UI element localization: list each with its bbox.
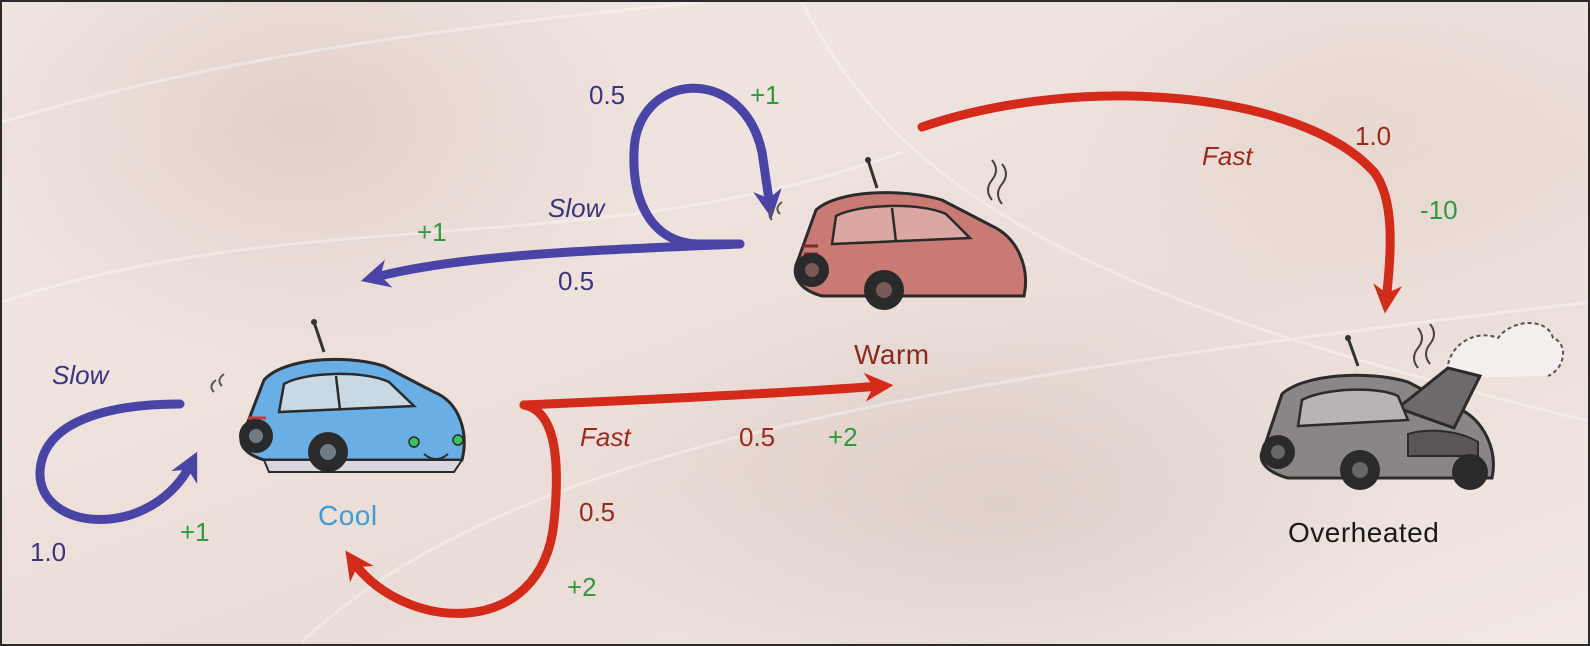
red-car-icon [768,157,1027,310]
reward-warm-slow-self: +1 [750,80,780,110]
arrow-warm-slow-to-cool [360,239,745,288]
arrow-cool-slow-self [35,399,198,524]
arrow-cool-fast-to-warm [519,372,894,410]
state-label-cool: Cool [318,500,378,531]
prob-warm-slow-to-cool: 0.5 [558,266,595,296]
reward-warm-slow-to-cool: +1 [417,217,447,247]
arrow-warm-slow-self [629,83,782,249]
prob-cool-slow-self: 1.0 [30,537,67,567]
prob-cool-fast-self: 0.5 [579,497,616,527]
action-label-cool-slow: Slow [52,360,109,390]
arrow-cool-fast-self [345,400,561,618]
prob-warm-fast-to-overheated: 1.0 [1355,121,1392,151]
blue-car-icon [210,319,466,473]
prob-warm-slow-self: 0.5 [589,80,626,110]
action-label-warm-slow: Slow [548,193,605,223]
prob-cool-fast-to-warm: 0.5 [739,422,776,452]
action-label-warm-fast: Fast [1202,141,1253,171]
broken-car-icon [1259,322,1564,490]
reward-warm-fast-to-overheated: -10 [1420,195,1458,225]
action-label-cool-fast: Fast [580,422,631,452]
state-label-overheated: Overheated [1288,517,1440,548]
state-label-warm: Warm [854,339,930,370]
reward-cool-slow-self: +1 [180,517,210,547]
reward-cool-fast-to-warm: +2 [828,422,858,452]
arrow-warm-fast-to-overheated [917,91,1403,314]
reward-cool-fast-self: +2 [567,572,597,602]
